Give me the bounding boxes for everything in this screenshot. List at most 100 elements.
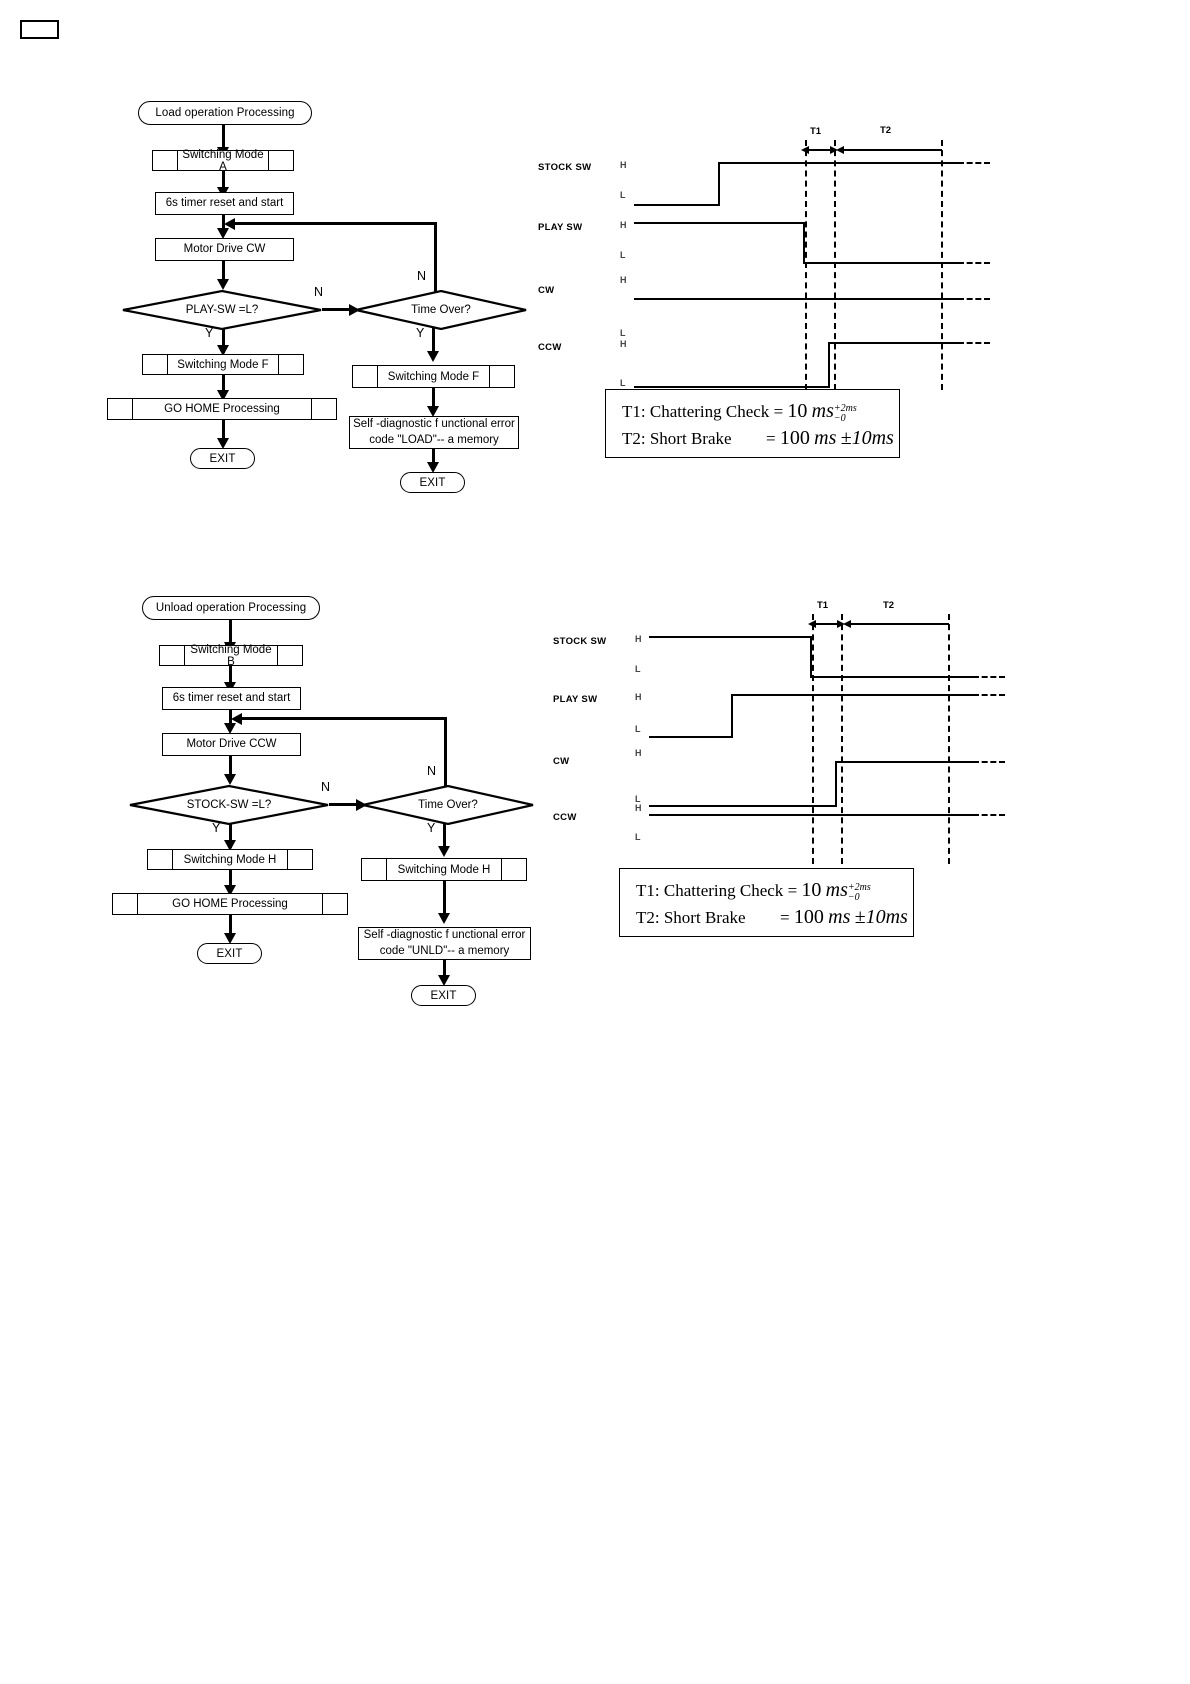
branch-label-y-main: Y	[212, 821, 221, 835]
predefined-left-bar	[148, 850, 173, 869]
flow-step-label: Switching Mode H	[397, 863, 491, 876]
flow-step-timer-reset: 6s timer reset and start	[155, 192, 294, 215]
waveform-play-sw-tail	[958, 262, 990, 264]
level-label-h: H	[635, 692, 642, 702]
predefined-right-bar	[489, 366, 514, 387]
flow-exit-label: EXIT	[209, 452, 236, 465]
predefined-right-bar	[287, 850, 312, 869]
reference-line-t1-end	[834, 140, 836, 390]
dimension-line-t2	[838, 149, 942, 151]
error-line-2: code "LOAD"-- a memory	[369, 433, 499, 446]
waveform-play-sw-tail	[973, 694, 1005, 696]
note-t2-equals: =	[766, 429, 776, 448]
flow-exit-terminator-right: EXIT	[400, 472, 465, 493]
signal-label-stock-sw: STOCK SW	[538, 162, 592, 173]
level-label-h: H	[620, 220, 627, 230]
flow-step-motor-drive: Motor Drive CCW	[162, 733, 301, 756]
connector-modef-to-gohome	[222, 375, 225, 393]
predefined-left-bar	[160, 646, 185, 665]
waveform-cw-high	[835, 761, 973, 764]
level-label-l: L	[635, 664, 641, 674]
arrowhead-modef-to-gohome	[217, 390, 229, 401]
predefined-right-bar	[322, 894, 347, 914]
flow-step-label: GO HOME Processing	[164, 403, 280, 415]
connector-start-to-modeb	[229, 620, 232, 644]
waveform-play-sw-rise	[731, 694, 734, 738]
waveform-play-sw-high	[731, 694, 973, 697]
connector-timeout-n-vertical	[444, 717, 447, 787]
arrowhead-timer-to-motor	[217, 228, 229, 239]
branch-label-n-timeout: N	[427, 764, 437, 778]
branch-label-n-main: N	[321, 780, 331, 794]
branch-label-y-timeout: Y	[427, 821, 436, 835]
note-t1-unit: ms	[811, 400, 834, 422]
arrowhead-motor-to-decision	[224, 774, 236, 785]
predefined-left-bar	[143, 355, 168, 374]
flow-step-label: Switching Mode A	[182, 148, 264, 173]
level-label-l: L	[620, 328, 626, 338]
connector-main-n-branch	[329, 803, 362, 806]
waveform-ccw-low	[634, 386, 830, 389]
reference-line-t1-end	[841, 614, 843, 864]
level-label-h: H	[620, 275, 627, 285]
flow-decision-label: Time Over?	[418, 799, 478, 811]
flow-decision-main: PLAY-SW =L?	[122, 290, 322, 330]
flow-step-label: 6s timer reset and start	[172, 691, 291, 704]
flow-exit-terminator-right: EXIT	[411, 985, 476, 1006]
loopback-horizontal	[239, 717, 447, 720]
arrowhead-gohome-to-exit	[224, 933, 236, 944]
branch-label-y-timeout: Y	[416, 326, 425, 340]
branch-label-n-timeout: N	[417, 269, 427, 283]
connector-timeout-y	[443, 823, 446, 851]
predefined-left-bar	[362, 859, 387, 880]
flow-exit-terminator-left: EXIT	[190, 448, 255, 469]
arrowhead-main-n-branch	[349, 304, 360, 316]
waveform-play-sw-low	[803, 262, 958, 265]
note-t1-tolerance-upper: +2ms	[847, 881, 871, 893]
waveform-play-sw-high	[634, 222, 805, 225]
arrowhead-error-to-exit	[438, 975, 450, 986]
flow-exit-label: EXIT	[216, 947, 243, 960]
flow-exit-label: EXIT	[430, 989, 457, 1002]
connector-timer-to-motor	[229, 710, 232, 730]
note-t2-tolerance: ±10ms	[854, 906, 908, 928]
flowchart-load: Load operation Processing Switching Mode…	[0, 0, 560, 520]
notes-box-load: T1: Chattering Check = 10 ms+2ms−0 T2: S…	[605, 389, 900, 458]
flow-decision-timeout: Time Over?	[355, 290, 527, 330]
arrowhead-loopback	[224, 218, 235, 230]
arrowhead-timer-to-motor	[224, 723, 236, 734]
waveform-stock-sw-high	[649, 636, 813, 639]
signal-label-play-sw: PLAY SW	[538, 222, 583, 233]
arrowhead-timeout-y	[427, 351, 439, 362]
loopback-horizontal	[232, 222, 437, 225]
arrowhead-error-to-exit	[427, 462, 439, 473]
flow-step-go-home: GO HOME Processing	[112, 893, 348, 915]
flow-step-self-diagnostic-error: Self -diagnostic f unctional error code …	[358, 927, 531, 960]
note-row-t1: T1: Chattering Check = 10 ms+2ms−0	[636, 879, 871, 903]
dimension-arrow-t2-left	[843, 620, 851, 628]
waveform-stock-sw-low	[634, 204, 720, 207]
dimension-arrow-t2-left	[836, 146, 844, 154]
note-t2-label: T2: Short Brake	[636, 908, 746, 927]
flow-decision-timeout: Time Over?	[362, 785, 534, 825]
level-label-h: H	[635, 748, 642, 758]
note-t2-unit: ms	[814, 427, 837, 449]
dimension-line-t1	[812, 623, 842, 625]
level-label-l: L	[635, 832, 641, 842]
note-t1-label: T1: Chattering Check	[636, 881, 784, 900]
branch-label-y-main: Y	[205, 326, 214, 340]
flow-start-terminator: Load operation Processing	[138, 101, 312, 125]
flow-step-label: Switching Mode B	[190, 643, 272, 668]
flow-step-switching-mode-right: Switching Mode H	[361, 858, 527, 881]
flow-start-terminator: Unload operation Processing	[142, 596, 320, 620]
flow-step-label: Switching Mode H	[183, 853, 277, 866]
level-label-h: H	[635, 803, 642, 813]
connector-modeb-to-timer	[229, 666, 232, 684]
connector-timeout-n-vertical	[434, 222, 437, 292]
connector-main-y	[229, 823, 232, 848]
flow-step-label: GO HOME Processing	[172, 898, 288, 910]
waveform-stock-sw-tail	[973, 676, 1005, 678]
note-t1-equals: =	[773, 402, 784, 421]
note-row-t2: T2: Short Brake = 100 ms ±10ms	[636, 906, 908, 929]
waveform-stock-sw-rise	[718, 162, 721, 206]
